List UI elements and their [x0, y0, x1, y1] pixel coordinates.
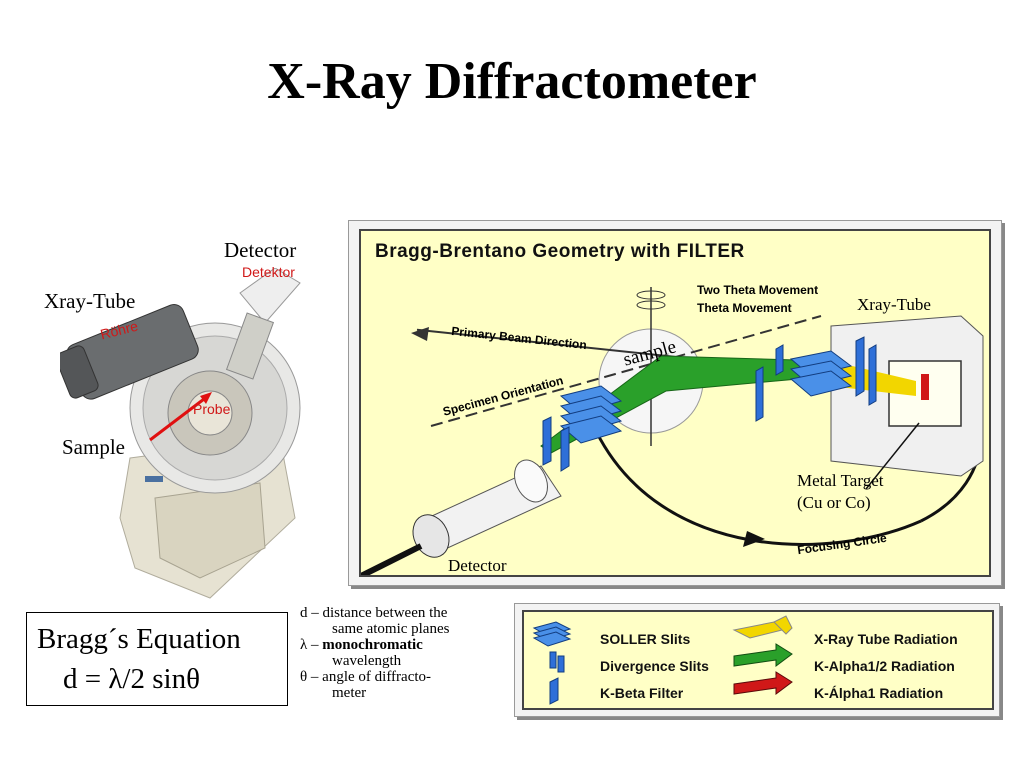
bragg-brentano-diagram: Bragg-Brentano Geometry with FILTER Two … [348, 220, 1002, 586]
def-d: d – distance between the [300, 605, 448, 621]
photo-detector-label: Detector [224, 238, 297, 262]
metal-target-sub-label: (Cu or Co) [797, 493, 871, 512]
legend-graphics [532, 615, 793, 705]
def-lambda-cont: wavelength [332, 653, 402, 669]
def-theta-cont: meter [332, 685, 367, 701]
legend-soller: SOLLER Slits [600, 631, 691, 647]
photo-sample-label: Sample [62, 435, 125, 459]
variable-definitions: d – distance between the same atomic pla… [300, 605, 510, 701]
legend-xray-radiation: X-Ray Tube Radiation [814, 631, 958, 647]
legend-kalpha1: K-Álpha1 Radiation [814, 685, 944, 701]
k-beta-filter-icon [549, 677, 559, 705]
legend-kalpha12: K-Alpha1/2 Radiation [814, 658, 955, 674]
diagram-graphics [361, 287, 984, 575]
bragg-equation-box: Bragg´s Equation d = λ/2 sinθ [26, 612, 288, 706]
diagram-xray-tube-label: Xray-Tube [857, 295, 931, 314]
two-theta-label: Two Theta Movement [697, 283, 819, 297]
slide-title: X-Ray Diffractometer [267, 53, 757, 110]
legend-panel: SOLLER Slits Divergence Slits K-Beta Fil… [522, 610, 994, 710]
photo-detektor-label: Detektor [242, 264, 295, 280]
def-lambda: λ – monochromatic [300, 637, 510, 653]
diagram-detector-label: Detector [448, 556, 507, 575]
diagram-heading: Bragg-Brentano Geometry with FILTER [375, 241, 745, 262]
kalpha12-arrow-icon [733, 643, 793, 667]
soller-slits-icon [532, 621, 572, 647]
diagram-panel: Bragg-Brentano Geometry with FILTER Two … [359, 229, 991, 577]
equation-formula: d = λ/2 sinθ [63, 663, 200, 695]
def-lambda-bold: monochromatic [322, 637, 423, 653]
diffractometer-photo [60, 268, 301, 599]
legend-kbeta: K-Beta Filter [600, 685, 684, 701]
theta-label: Theta Movement [697, 301, 792, 315]
def-d-cont: same atomic planes [332, 621, 450, 637]
legend-divergence: Divergence Slits [600, 658, 709, 674]
def-theta: θ – angle of diffracto- [300, 669, 432, 685]
photo-xray-tube-label: Xray-Tube [44, 289, 136, 313]
xray-radiation-arrow-icon [732, 615, 793, 639]
kalpha1-arrow-icon [733, 671, 793, 695]
photo-probe-label: Probe [193, 401, 231, 417]
divergence-slits-icon [549, 651, 565, 673]
equation-title: Bragg´s Equation [37, 623, 241, 655]
def-lambda-prefix: λ – [300, 637, 323, 653]
legend-box: SOLLER Slits Divergence Slits K-Beta Fil… [514, 603, 1000, 717]
metal-target-label: Metal Target [797, 471, 884, 490]
